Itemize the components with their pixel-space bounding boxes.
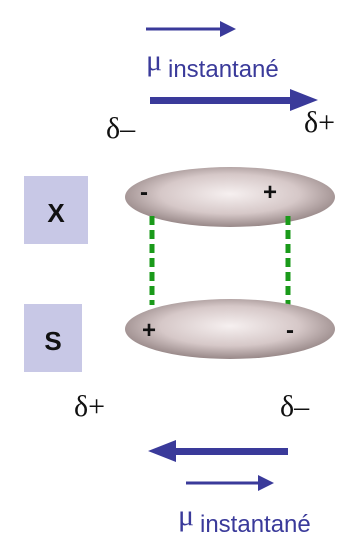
bottom-mu-subscript: instantané [200, 511, 311, 538]
molecule-x-label-box: X [24, 176, 88, 244]
molecule-x-sign-right: + [263, 179, 277, 206]
molecule-s-sign-left: + [142, 317, 156, 344]
top-mu-arrowhead [220, 21, 236, 37]
bottom-delta-left: δ+ [74, 390, 105, 423]
bottom-dipole-arrow [148, 440, 288, 462]
molecule-s-sign-right: - [286, 317, 294, 344]
molecule-s-ellipse [125, 299, 335, 359]
top-delta-left: δ– [106, 112, 136, 145]
molecule-s-label: S [44, 326, 61, 356]
molecule-s-label-box: S [24, 304, 82, 372]
molecule-x-label: X [47, 198, 65, 228]
bottom-delta-right: δ– [280, 390, 310, 423]
top-mu-subscript: instantané [168, 56, 279, 83]
top-mu-vector: μ instantané [146, 21, 279, 83]
bottom-mu-vector: μ instantané [178, 475, 311, 538]
bottom-dipole-arrowhead [148, 440, 176, 462]
bottom-mu-symbol: μ [178, 499, 194, 532]
molecule-x-ellipse [125, 167, 335, 227]
bottom-mu-arrowhead [258, 475, 274, 491]
top-mu-symbol: μ [146, 44, 162, 77]
molecule-x-sign-left: - [140, 179, 148, 206]
top-dipole-arrow [150, 89, 318, 111]
top-delta-right: δ+ [304, 106, 335, 139]
